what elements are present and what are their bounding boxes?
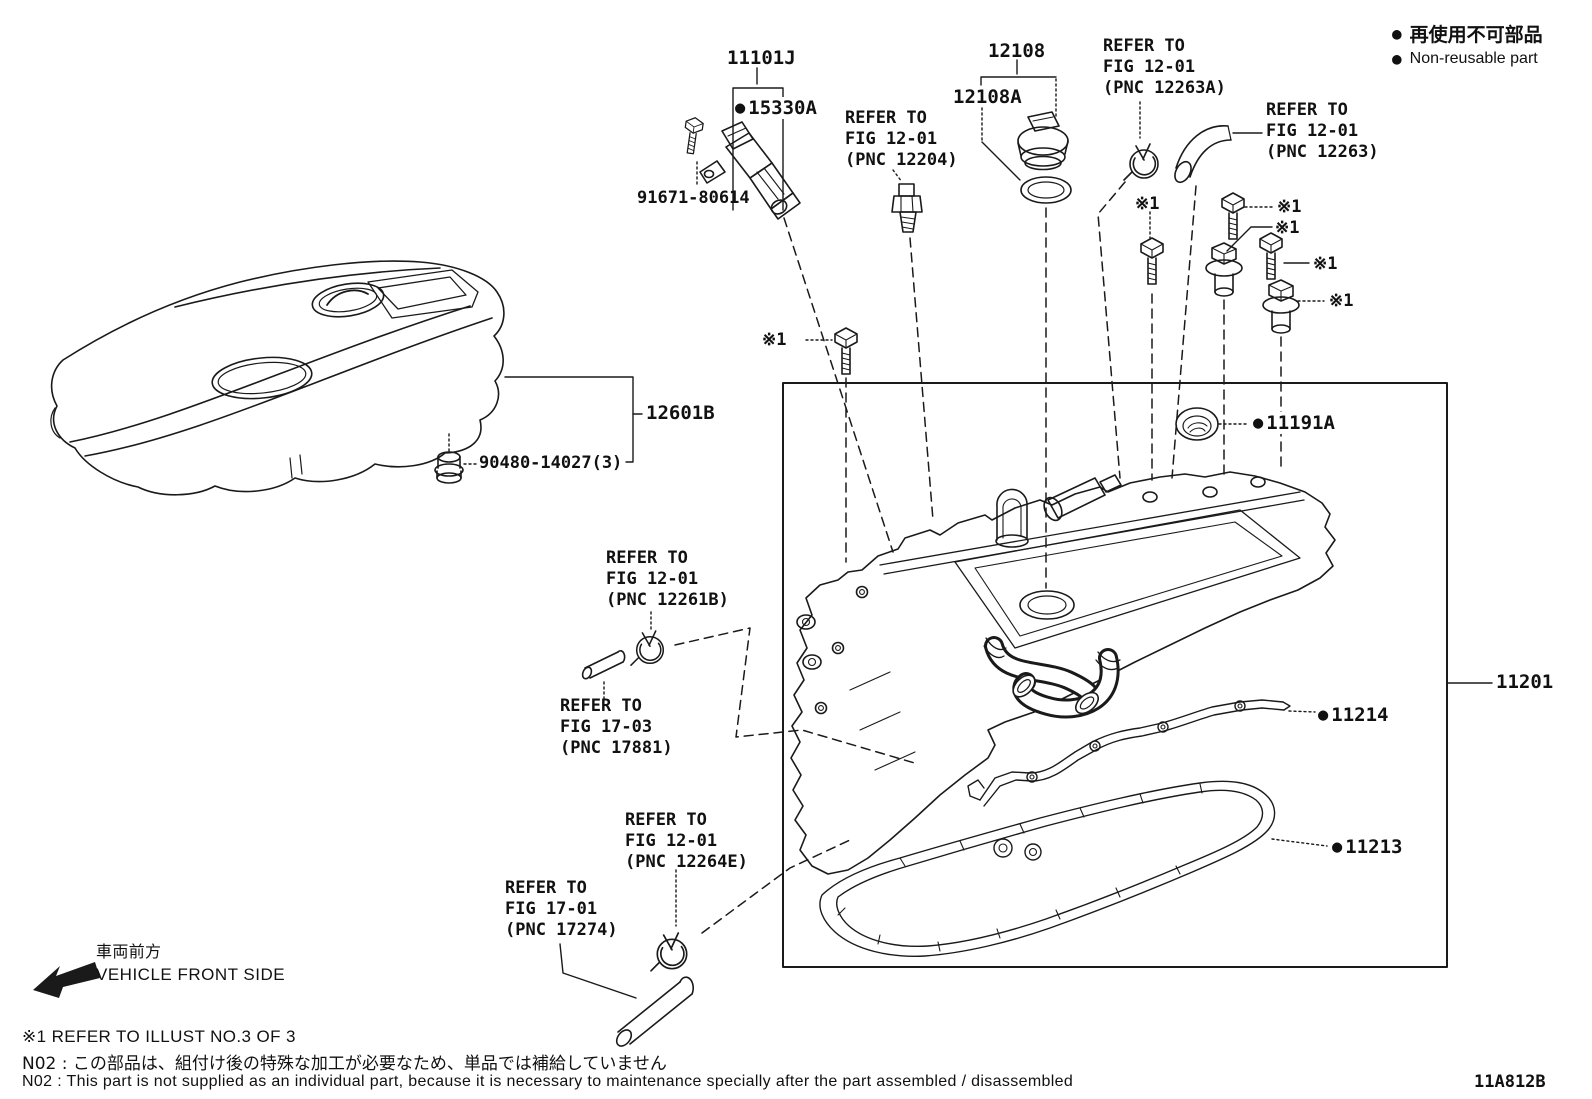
non-reusable-bullet-icon: ● (1318, 704, 1329, 725)
footnote-illust: ※1 REFER TO ILLUST NO.3 OF 3 (22, 1027, 296, 1046)
dashed-leader-lines (674, 181, 1282, 934)
ref-line: FIG 12-01 (1266, 121, 1359, 141)
ref-block-17274: REFER TO FIG 17-01 (PNC 17274) (505, 878, 618, 941)
grommet-drawing (434, 433, 478, 484)
ref-block-12261b: REFER TO FIG 12-01 (PNC 12261B) (606, 548, 729, 611)
asterisk-marker: ※1 (1275, 218, 1300, 238)
ref-line: FIG 12-01 (1103, 57, 1196, 77)
part-label-11201: 11201 (1496, 671, 1554, 693)
engine-cover-leader (504, 376, 643, 463)
sensor-drawing (891, 169, 923, 233)
legend-jp-text: 再使用不可部品 (1409, 24, 1543, 46)
clamp-12261b-drawing (630, 611, 665, 666)
ref-line: FIG 17-03 (560, 717, 653, 737)
engine-cover-drawing (50, 260, 505, 496)
figure-code: 11A812B (1474, 1072, 1546, 1092)
part-label-15330a: ● 15330A (735, 97, 817, 119)
legend-non-reusable-jp: ● 再使用不可部品 (1392, 20, 1543, 47)
ref-line: REFER TO (625, 810, 707, 830)
mount-bolt-drawings (805, 192, 1325, 375)
part-label-11213: ● 11213 (1332, 836, 1403, 858)
part-label-11191a: ● 11191A (1253, 412, 1335, 434)
part-label-11101j: 11101J (727, 47, 796, 69)
ref-line: REFER TO (560, 696, 642, 716)
ref-line: (PNC 12261B) (606, 590, 729, 610)
coil-bolt-drawing (681, 115, 705, 187)
ref-line: (PNC 12263A) (1103, 78, 1226, 98)
ref-line: FIG 17-01 (505, 899, 598, 919)
ref-block-12263a: REFER TO FIG 12-01 (PNC 12263A) (1103, 36, 1226, 99)
ref-line: (PNC 17881) (560, 738, 673, 758)
non-reusable-bullet-icon: ● (1392, 49, 1402, 68)
ref-line: FIG 12-01 (606, 569, 699, 589)
front-side-jp: 車両前方 (96, 942, 162, 961)
asterisk-marker: ※1 (1313, 254, 1338, 274)
oil-filler-cap-drawing (980, 59, 1072, 204)
ref-line: (PNC 12263) (1266, 142, 1379, 162)
ref-line: FIG 12-01 (625, 831, 718, 851)
part-label-12108: 12108 (988, 40, 1046, 62)
ref-line: REFER TO (505, 878, 587, 898)
ref-line: REFER TO (1266, 100, 1348, 120)
asterisk-marker: ※1 (1277, 197, 1302, 217)
cover-gasket-drawing (819, 780, 1328, 957)
ref-line: (PNC 17274) (505, 920, 618, 940)
part-number-text: 11213 (1345, 836, 1403, 858)
part-label-91671-80614: 91671-80614 (637, 188, 750, 208)
legend-non-reusable-en: ● Non-reusable part (1392, 49, 1538, 68)
tube-17881-drawing (581, 649, 626, 699)
part-number-text: 15330A (748, 97, 817, 119)
part-number-text: 11191A (1266, 412, 1335, 434)
assembly-box-frame (782, 382, 1448, 968)
non-reusable-bullet-icon: ● (1253, 412, 1264, 433)
ref-block-17881: REFER TO FIG 17-03 (PNC 17881) (560, 696, 673, 759)
legend-en-text: Non-reusable part (1409, 49, 1538, 67)
ref-block-12264e: REFER TO FIG 12-01 (PNC 12264E) (625, 810, 748, 873)
clamp-12264e-drawing (650, 869, 688, 972)
part-label-12601b: 12601B (646, 402, 715, 424)
front-side-en: VEHICLE FRONT SIDE (96, 965, 286, 984)
hose-clamp-12263a-drawing (1123, 101, 1159, 181)
asterisk-marker: ※1 (1329, 291, 1354, 311)
ref-line: REFER TO (1103, 36, 1185, 56)
ref-line: FIG 12-01 (845, 129, 938, 149)
part-label-90480: 90480-14027(3) (479, 453, 623, 473)
non-reusable-bullet-icon: ● (735, 97, 746, 118)
hose-17274-drawing (559, 943, 694, 1047)
strip-gasket-drawing (967, 699, 1316, 807)
part-number-text: 11214 (1331, 704, 1389, 726)
ref-line: REFER TO (845, 108, 927, 128)
ref-line: (PNC 12264E) (625, 852, 748, 872)
seal-cap-drawing (1175, 407, 1250, 441)
asterisk-marker: ※1 (762, 330, 787, 350)
non-reusable-bullet-icon: ● (1332, 836, 1343, 857)
hose-12263-drawing (1174, 125, 1263, 184)
part-label-11214: ● 11214 (1318, 704, 1389, 726)
asterisk-marker: ※1 (1135, 194, 1160, 214)
ref-line: REFER TO (606, 548, 688, 568)
footnote-jp: N02 : この部品は、組付け後の特殊な加工が必要なため、単品では補給していませ… (22, 1054, 667, 1074)
ignition-coil-drawing (699, 121, 801, 220)
ref-block-12204: REFER TO FIG 12-01 (PNC 12204) (845, 108, 958, 171)
footnote-en: N02 : This part is not supplied as an in… (22, 1073, 1074, 1090)
part-label-12108a: 12108A (953, 86, 1022, 108)
ventilation-hoses-drawing (983, 636, 1121, 719)
ref-line: (PNC 12204) (845, 150, 958, 170)
front-direction-arrow (33, 962, 100, 998)
ref-block-12263: REFER TO FIG 12-01 (PNC 12263) (1266, 100, 1379, 163)
non-reusable-bullet-icon: ● (1392, 24, 1402, 43)
